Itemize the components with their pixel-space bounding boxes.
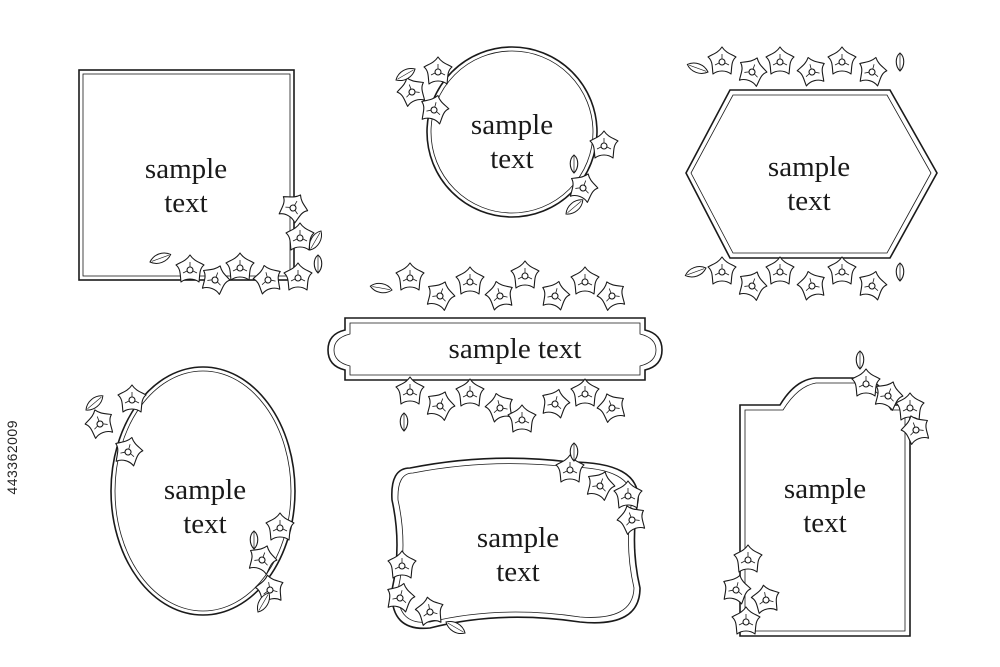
- bellflower-icon: [283, 262, 313, 291]
- circle-frame-text: sample text: [470, 109, 554, 175]
- banner-frame-text: sample text: [448, 333, 582, 365]
- hexagon-floral-bottom: [683, 256, 905, 303]
- bud-icon: [895, 262, 905, 282]
- bellflower-icon: [455, 378, 485, 407]
- bellflower-icon: [395, 376, 425, 405]
- bellflower-icon: [175, 254, 205, 283]
- bellflower-icon: [570, 266, 600, 295]
- bellflower-icon: [854, 267, 890, 302]
- stock-id: 443362009: [4, 420, 20, 495]
- bellflower-icon: [794, 53, 830, 88]
- bellflower-icon: [582, 466, 619, 503]
- bellflower-icon: [794, 267, 830, 302]
- arch-frame-text: sample text: [783, 473, 867, 539]
- bellflower-icon: [707, 256, 737, 285]
- hexagon-floral-top: [685, 46, 905, 89]
- bellflower-icon: [589, 130, 619, 159]
- bellflower-icon: [593, 388, 630, 425]
- bellflower-icon: [423, 56, 453, 85]
- leaf-icon: [683, 263, 709, 281]
- bud-icon: [399, 412, 409, 432]
- bellflower-icon: [455, 266, 485, 295]
- bellflower-icon: [593, 276, 630, 313]
- bellflower-icon: [733, 544, 763, 573]
- bellflower-icon: [765, 46, 795, 75]
- bellflower-icon: [731, 606, 761, 635]
- bellflower-icon: [613, 480, 643, 509]
- bellflower-icon: [117, 384, 147, 413]
- bellflower-icon: [827, 46, 857, 75]
- hexagon-frame: [685, 89, 938, 259]
- banner-floral-bottom: [395, 376, 630, 433]
- bellflower-icon: [382, 579, 418, 614]
- hexagon-frame-text: sample text: [767, 151, 851, 217]
- bellflower-icon: [395, 262, 425, 291]
- circle-frame: [426, 46, 598, 218]
- leaf-icon: [147, 249, 173, 267]
- bellflower-icon: [482, 277, 518, 312]
- bellflower-icon: [537, 277, 573, 312]
- bellflower-icon: [250, 261, 286, 296]
- bellflower-icon: [225, 252, 255, 281]
- bellflower-icon: [510, 260, 540, 289]
- bellflower-icon: [555, 454, 585, 483]
- leaf-icon: [562, 195, 587, 218]
- bud-icon: [895, 52, 905, 72]
- bellflower-icon: [734, 52, 771, 89]
- bellflower-icon: [749, 582, 783, 615]
- bellflower-icon: [854, 53, 890, 88]
- banner-frame: [327, 317, 663, 381]
- oval-frame-text: sample text: [163, 474, 247, 540]
- bud-icon: [569, 442, 579, 462]
- bellflower-icon: [422, 276, 459, 313]
- leaf-icon: [369, 281, 394, 295]
- bellflower-icon: [387, 550, 417, 579]
- bud-icon: [313, 254, 323, 274]
- bellflower-icon: [422, 386, 459, 423]
- oval-frame: [110, 366, 296, 616]
- bellflower-icon: [570, 378, 600, 407]
- bellflower-icon: [827, 256, 857, 285]
- bellflower-icon: [507, 404, 537, 433]
- bellflower-icon: [537, 385, 573, 420]
- bellflower-icon: [734, 266, 771, 303]
- bellflower-icon: [718, 571, 754, 606]
- wavy-frame-text: sample text: [476, 522, 560, 588]
- bellflower-icon: [244, 540, 281, 577]
- leaf-icon: [685, 59, 711, 77]
- bellflower-icon: [851, 368, 881, 397]
- bellflower-icon: [707, 46, 737, 75]
- bud-icon: [855, 350, 865, 370]
- bellflower-icon: [413, 594, 447, 627]
- square-frame-text: sample text: [144, 153, 228, 219]
- bellflower-icon: [765, 256, 795, 285]
- banner-floral-top: [369, 260, 630, 313]
